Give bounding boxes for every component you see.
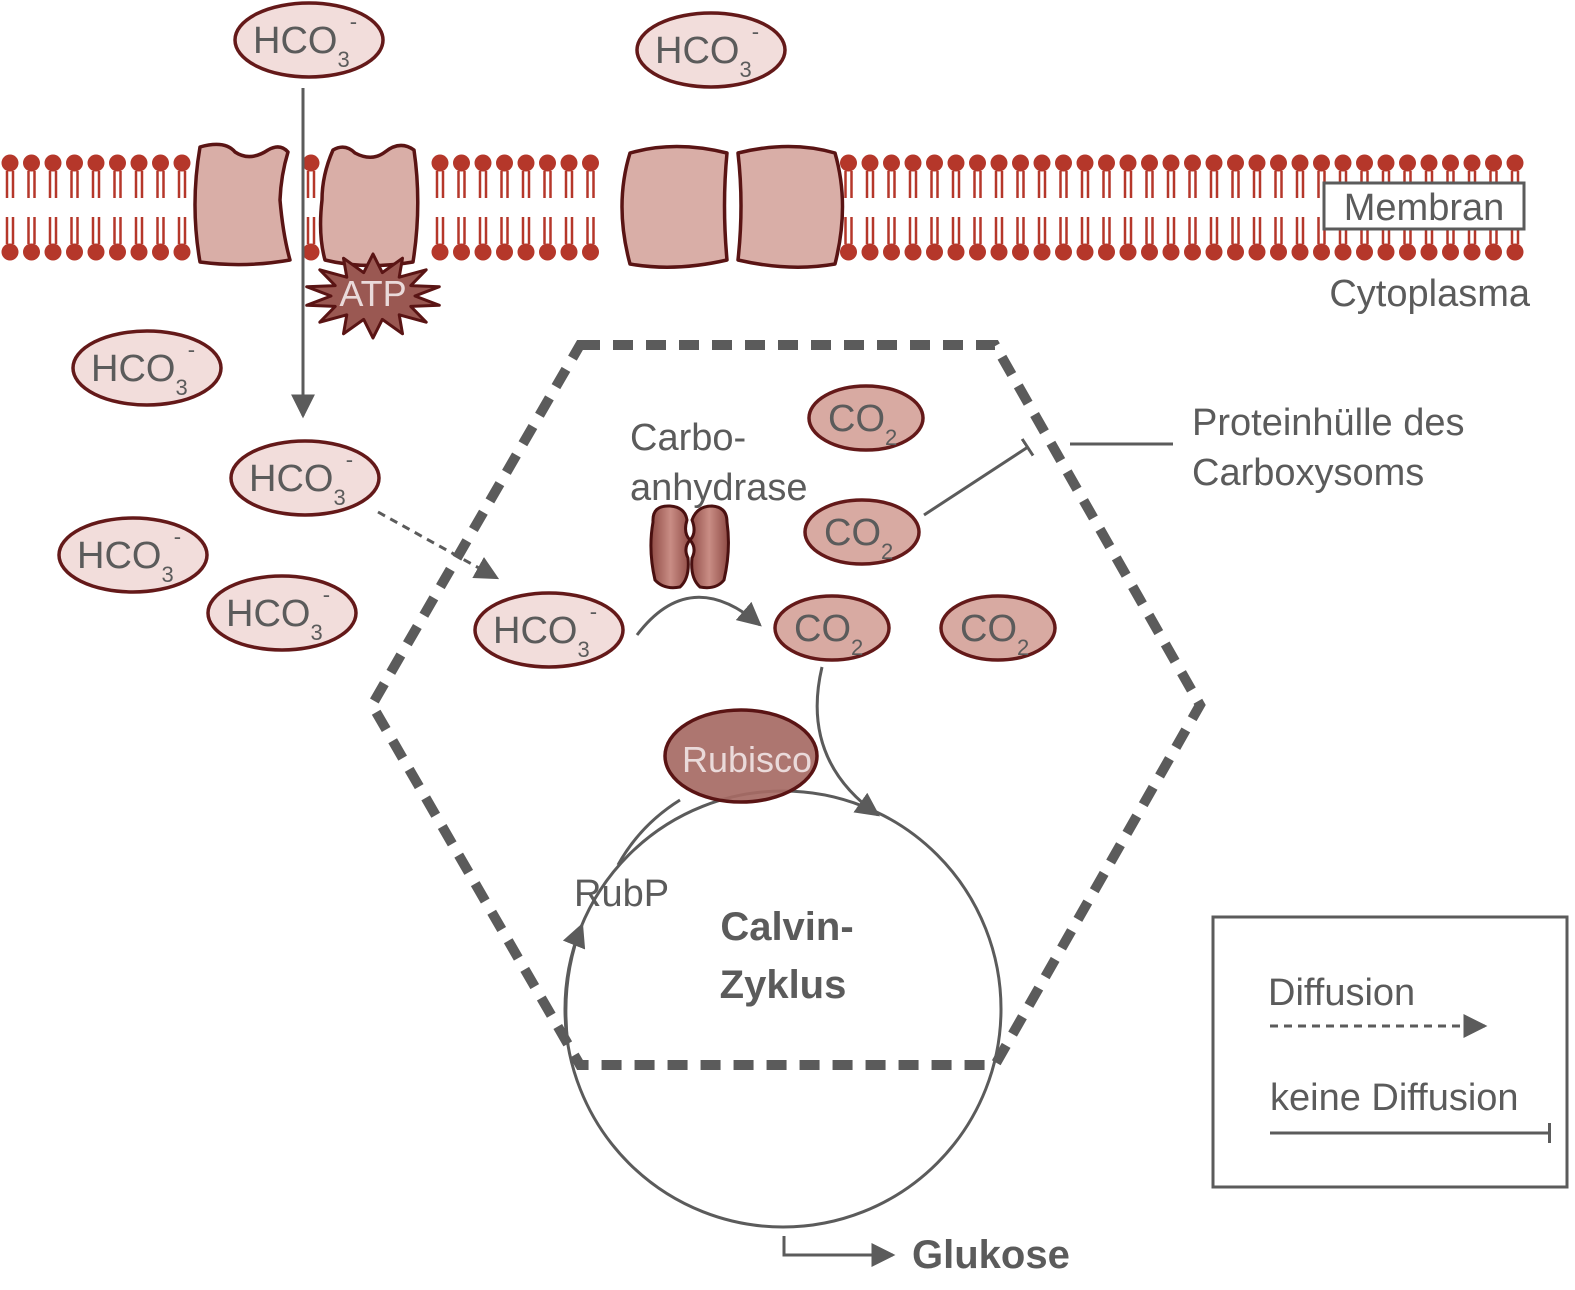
bicarbonate-carboxysome: HCO3- <box>473 591 625 669</box>
co2-3: CO2 <box>773 594 891 662</box>
rubp-to-rubisco-line <box>616 798 681 866</box>
shell-label-line2: Carboxysoms <box>1192 452 1424 494</box>
carbonic-anhydrase-label-line2: anhydrase <box>630 467 807 509</box>
membrane-label: Membran <box>1322 181 1526 231</box>
co2-to-rubisco-arrow <box>815 666 880 817</box>
shell-label-line1: Proteinhülle des <box>1192 402 1465 444</box>
cytoplasm-label: Cytoplasma <box>1329 273 1530 315</box>
rubisco-label: Rubisco <box>682 739 812 780</box>
co2-4: CO2 <box>939 594 1057 662</box>
carboxysome-shell <box>366 340 1206 1070</box>
calvin-label-line1: Calvin- <box>720 905 853 949</box>
co2-2: CO2 <box>803 498 921 566</box>
carbonic-anhydrase-enzyme <box>649 504 730 590</box>
co2-1: CO2 <box>807 384 925 452</box>
bicarbonate-outside-1: HCO3- <box>233 1 385 79</box>
bicarbonate-cytoplasm-2: HCO3- <box>229 439 381 517</box>
membrane-label-text: Membran <box>1344 187 1505 229</box>
legend-diffusion-label: Diffusion <box>1268 972 1415 1014</box>
bicarbonate-cytoplasm-1: HCO3- <box>71 329 223 407</box>
bicarbonate-diffusion-arrow <box>377 510 500 580</box>
channel-right-half <box>736 144 845 269</box>
carbonic-anhydrase-label-line1: Carbo- <box>630 417 746 459</box>
glucose-arrow <box>782 1236 896 1267</box>
rubp-arrow <box>562 922 586 1046</box>
conversion-arrow <box>635 595 762 636</box>
glucose-label: Glukose <box>912 1233 1070 1277</box>
rubisco-enzyme: Rubisco <box>663 708 819 804</box>
rubp-label: RubP <box>574 873 669 915</box>
legend-box <box>1211 915 1569 1189</box>
membrane-channel <box>620 144 845 269</box>
bicarbonate-cytoplasm-4: HCO3- <box>206 574 358 652</box>
atp-label: ATP <box>339 273 406 314</box>
co2-no-diffusion-line <box>923 438 1035 517</box>
calvin-label-line2: Zyklus <box>720 963 847 1007</box>
calvin-cycle-circle <box>563 789 1003 1229</box>
bicarbonate-outside-2: HCO3- <box>635 11 787 89</box>
legend-no-diffusion-label: keine Diffusion <box>1270 1077 1519 1119</box>
legend: Diffusion keine Diffusion <box>1211 915 1569 1189</box>
transporter-left-half <box>193 142 292 267</box>
bicarbonate-transporter <box>193 142 420 268</box>
bicarbonate-cytoplasm-3: HCO3- <box>57 516 209 594</box>
channel-left-half <box>620 144 729 269</box>
molecules: HCO3-HCO3-HCO3-HCO3-HCO3-HCO3-HCO3-CO2CO… <box>57 1 1057 669</box>
transporter-right-half <box>318 143 420 268</box>
atp-burst: ATP <box>305 252 441 340</box>
